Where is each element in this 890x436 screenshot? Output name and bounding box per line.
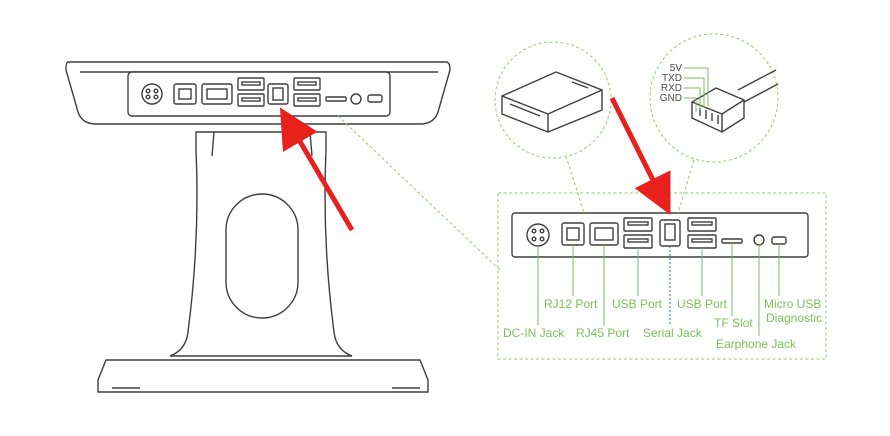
usb-port-2-label: USB Port — [677, 297, 728, 311]
detail-dc-in-jack — [526, 223, 550, 247]
serial-jack-label: Serial Jack — [643, 326, 703, 340]
serial-pinout-callout: 5V TXD RXD GND — [649, 33, 779, 214]
detail-usb-port-1 — [623, 217, 653, 249]
port-detail-panel: DC-IN Jack RJ12 Port RJ45 Port USB Port … — [497, 192, 827, 360]
dc-in-jack-label: DC-IN Jack — [503, 326, 565, 340]
pin-label-1: 5V — [670, 63, 683, 74]
cash-drawer-illustration — [501, 71, 603, 133]
detail-tf-slot — [721, 238, 743, 244]
earphone-jack-label: Earphone Jack — [716, 337, 797, 351]
arrow-drawer-to-serial-jack — [609, 96, 671, 215]
red-arrows — [279, 96, 671, 232]
serial-plug-illustration — [691, 87, 745, 133]
micro-usb-label-line1: Micro USB — [764, 297, 821, 311]
detail-micro-usb — [771, 236, 787, 245]
detail-rj12-port — [561, 222, 585, 246]
stand-base — [97, 359, 429, 393]
detail-earphone-jack — [753, 234, 765, 246]
stand-cutout — [225, 193, 299, 319]
tf-slot-label: TF Slot — [714, 316, 753, 330]
pin-label-2: TXD — [662, 73, 682, 84]
arrow-to-head-serial-jack — [279, 107, 355, 232]
rj45-port-label: RJ45 Port — [576, 326, 630, 340]
zoom-connector-line — [337, 115, 501, 271]
micro-usb-label-line2: Diagnostic — [766, 311, 822, 325]
cash-drawer-callout — [494, 41, 612, 214]
detail-rj45-port — [589, 222, 619, 246]
rj12-port-label: RJ12 Port — [544, 297, 598, 311]
usb-port-1-label: USB Port — [612, 297, 663, 311]
pin-label-3: RXD — [661, 83, 682, 94]
detail-serial-jack — [659, 219, 681, 247]
pos-terminal-illustration — [65, 61, 451, 393]
pin-label-4: GND — [660, 93, 682, 104]
detail-panel-frame — [497, 192, 827, 360]
